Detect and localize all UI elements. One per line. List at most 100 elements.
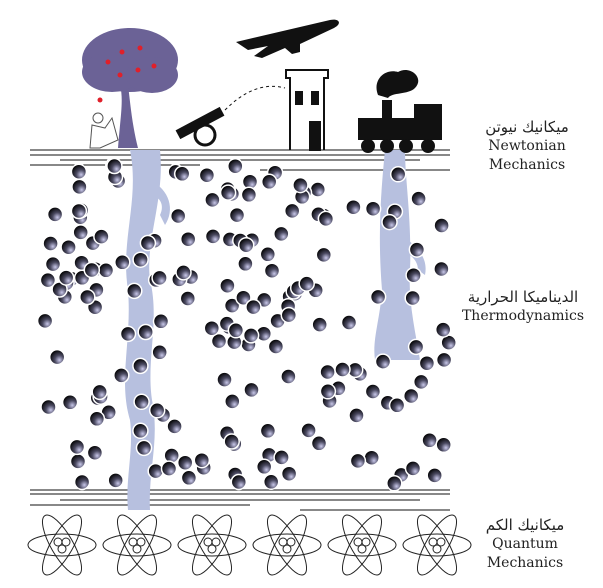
particle	[434, 321, 452, 338]
particle	[408, 241, 426, 258]
particle	[132, 357, 149, 375]
particle	[315, 246, 333, 264]
tree-root-branch	[148, 180, 170, 225]
particle	[68, 438, 86, 456]
particle	[72, 224, 89, 241]
trajectory	[224, 85, 286, 111]
particle	[147, 462, 164, 480]
quantum-english-2: Mechanics	[486, 555, 564, 571]
particle	[363, 449, 380, 466]
particle	[44, 255, 62, 273]
particle	[137, 323, 154, 341]
steam-train-icon	[358, 70, 442, 153]
particle	[298, 275, 315, 292]
particle	[300, 422, 317, 439]
particle	[273, 449, 290, 466]
particle	[79, 288, 96, 306]
atom-icon	[252, 514, 322, 576]
particle	[237, 255, 254, 273]
particle	[259, 246, 277, 263]
particle	[369, 288, 387, 306]
particle	[176, 454, 194, 471]
atom-icon	[402, 514, 472, 576]
thermo-arabic: الديناميكا الحرارية	[467, 288, 579, 306]
newtonian-label: ميكانيك نيوتن Newtonian Mechanics	[462, 118, 592, 175]
particle	[405, 266, 422, 284]
particle	[412, 373, 430, 391]
newtonian-arabic: ميكانيك نيوتن	[485, 118, 569, 136]
airplane-icon	[236, 19, 339, 58]
particle	[426, 467, 443, 484]
particle	[219, 184, 237, 201]
particle	[435, 351, 453, 369]
particle	[57, 269, 75, 286]
thermo-label: الديناميكا الحرارية Thermodynamics	[448, 288, 598, 326]
atom-icon	[102, 514, 172, 576]
particle	[119, 325, 137, 343]
particle	[152, 313, 170, 330]
particle	[193, 451, 211, 469]
particle	[61, 394, 79, 411]
particle	[386, 475, 403, 492]
particle	[259, 422, 277, 440]
particle	[340, 314, 358, 331]
particle	[273, 225, 290, 243]
particle	[60, 238, 77, 256]
particle	[86, 444, 104, 461]
quantum-english-1: Quantum	[492, 536, 558, 552]
atoms	[27, 514, 472, 576]
particle	[227, 322, 245, 339]
particle	[179, 290, 197, 307]
particle	[46, 206, 64, 223]
particle	[283, 202, 301, 220]
particle	[223, 297, 241, 314]
particle	[219, 277, 236, 294]
particle	[348, 407, 365, 424]
particle	[364, 200, 382, 217]
particle	[235, 289, 252, 306]
particle	[39, 271, 57, 289]
particle	[280, 368, 297, 385]
particle	[97, 262, 115, 279]
particle	[73, 473, 91, 491]
particle	[107, 472, 124, 489]
particle	[230, 473, 248, 491]
particle	[93, 228, 110, 245]
apple-tree-icon	[82, 28, 178, 148]
particle	[227, 157, 244, 175]
particle	[242, 327, 260, 344]
particle	[345, 198, 362, 216]
particle	[310, 435, 328, 452]
particle	[309, 181, 327, 198]
particle	[349, 452, 367, 470]
particle	[292, 176, 309, 194]
particle	[126, 282, 143, 300]
particle	[262, 473, 280, 491]
particle	[42, 235, 59, 252]
particle	[410, 190, 427, 207]
particle	[71, 178, 88, 196]
particle	[255, 458, 273, 476]
particle	[263, 262, 281, 279]
particle	[166, 418, 183, 435]
particle	[151, 269, 168, 287]
particle	[433, 260, 450, 278]
particle	[132, 251, 149, 268]
particle	[151, 344, 168, 361]
particle	[240, 186, 258, 204]
particle	[91, 383, 108, 401]
particle	[418, 354, 436, 372]
particle	[135, 439, 153, 457]
particle	[69, 453, 87, 470]
particle	[173, 165, 191, 183]
particle	[179, 230, 197, 248]
particle	[433, 217, 450, 234]
particle	[267, 338, 285, 355]
particle	[388, 397, 406, 414]
particle	[40, 398, 57, 416]
particle	[83, 261, 101, 279]
particle	[48, 348, 66, 366]
quantum-arabic: ميكانيك الكم	[485, 516, 565, 534]
particle	[133, 393, 150, 411]
thermo-english: Thermodynamics	[461, 308, 585, 324]
